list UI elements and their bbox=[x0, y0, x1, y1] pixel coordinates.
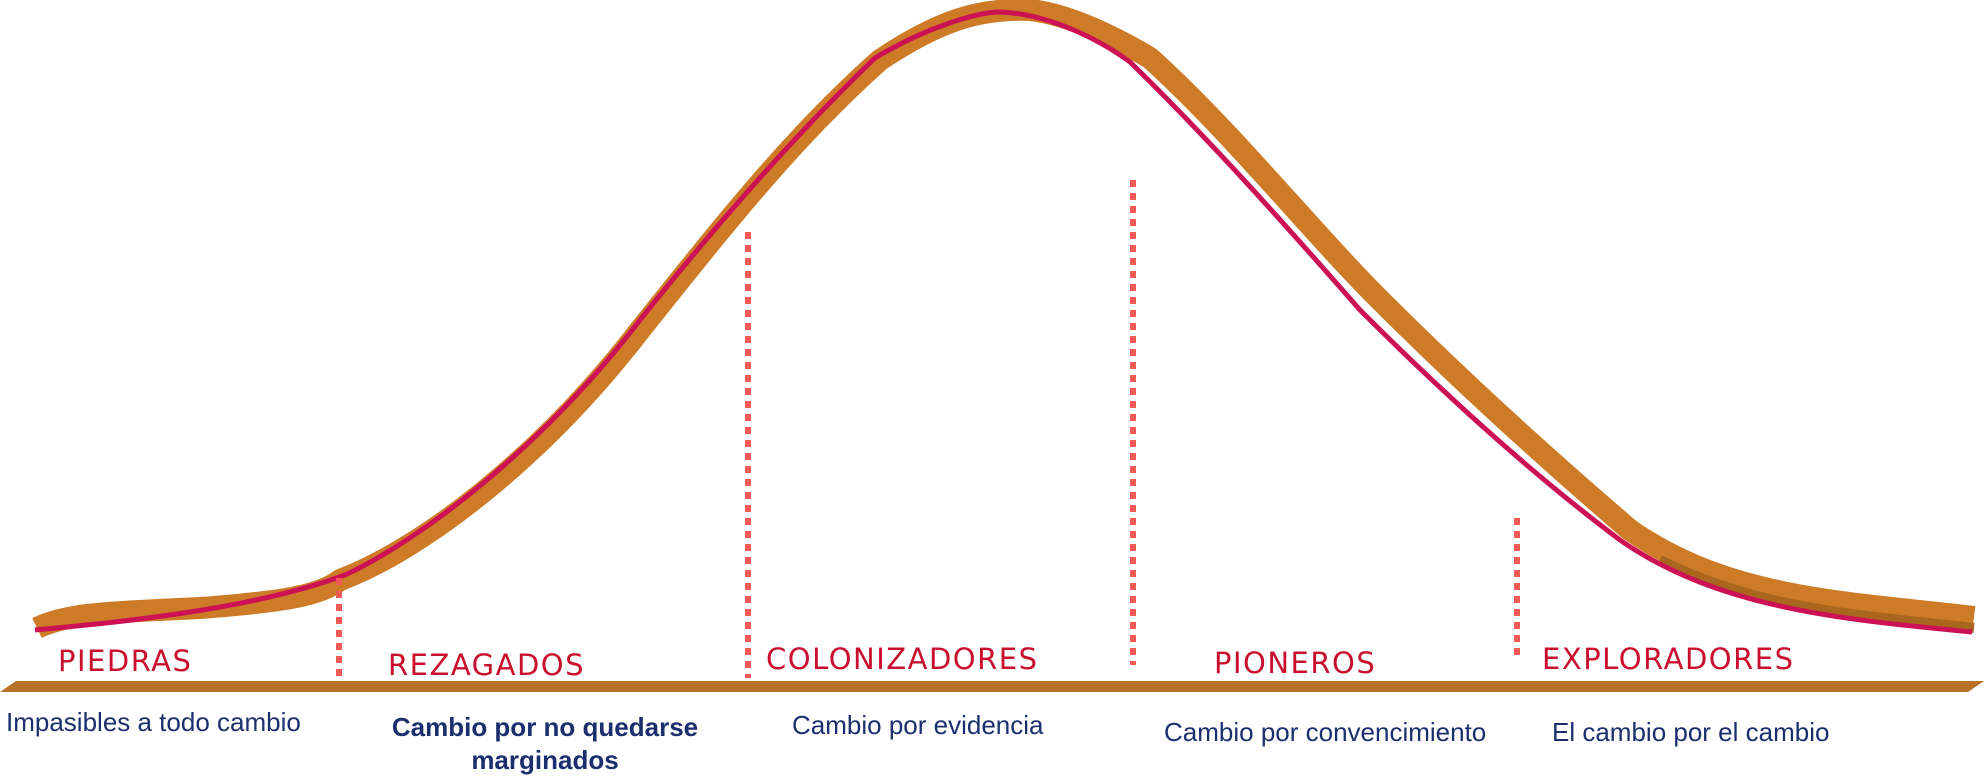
segment-label-exploradores: EXPLORADORES bbox=[1542, 642, 1795, 676]
segment-description-exploradores: El cambio por el cambio bbox=[1552, 717, 1830, 747]
segment-description-rezagados: Cambio por no quedarse marginados bbox=[391, 712, 699, 775]
segment-label-rezagados: REZAGADOS bbox=[388, 648, 586, 682]
segment-description-piedras: Impasibles a todo cambio bbox=[6, 707, 301, 737]
curve-band-shadow bbox=[1657, 555, 1975, 633]
segment-label-pioneros: PIONEROS bbox=[1214, 646, 1377, 680]
segment-description-pioneros: Cambio por convencimiento bbox=[1164, 717, 1487, 747]
baseline-ribbon bbox=[0, 681, 1984, 692]
curve-band bbox=[32, 0, 1976, 639]
segment-label-colonizadores: COLONIZADORES bbox=[766, 642, 1039, 676]
segment-label-piedras: PIEDRAS bbox=[58, 644, 193, 678]
curve-edge bbox=[34, 9, 1973, 635]
segment-description-colonizadores: Cambio por evidencia bbox=[792, 710, 1044, 740]
